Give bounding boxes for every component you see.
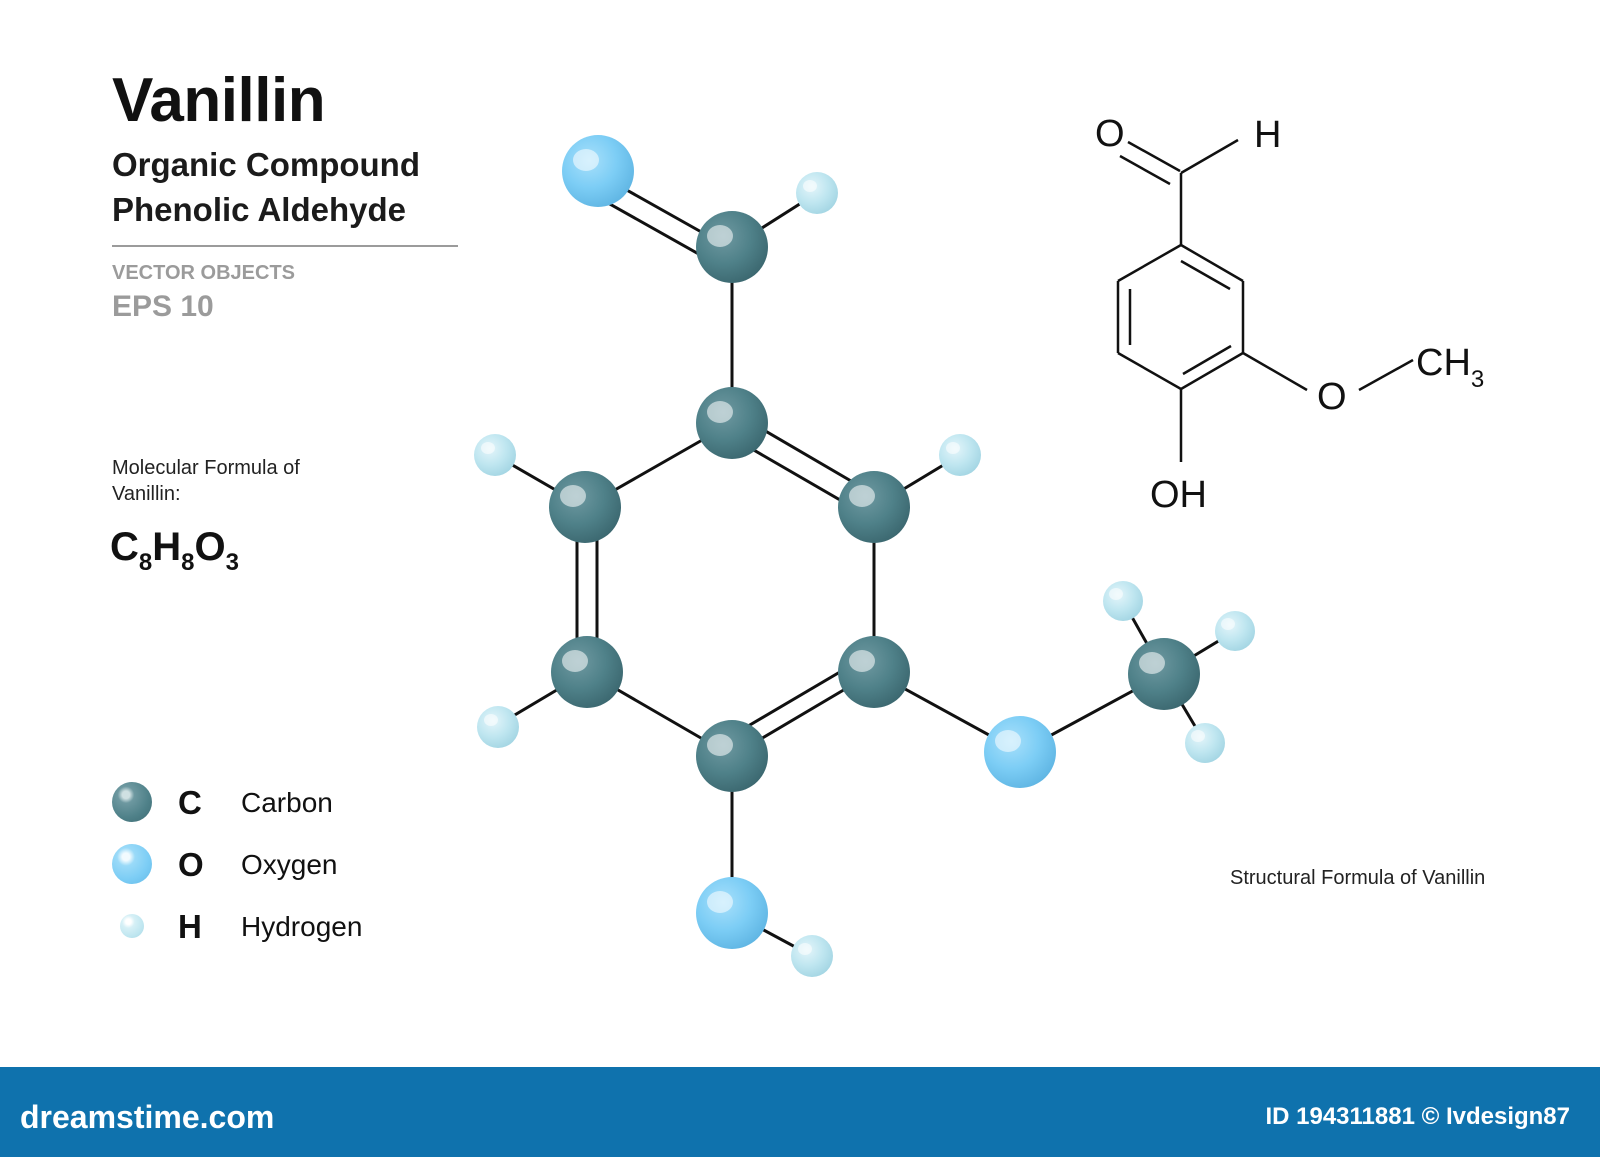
structural-formula-label: Structural Formula of Vanillin: [1230, 867, 1486, 889]
molecule-illustration: O H O CH3 OH: [474, 113, 1484, 977]
footer-brand[interactable]: dreamstime.com: [20, 1099, 275, 1135]
formula-oxygen: O: [194, 525, 226, 569]
ball-stick-bonds: [494, 173, 1236, 958]
oxygen-atom: [562, 135, 634, 207]
structural-formula-labels: O H O CH3 OH: [1095, 113, 1484, 516]
formula-carbon: C: [110, 525, 139, 569]
hydrogen-ball-icon: [120, 914, 144, 938]
carbon-atom: [838, 471, 910, 543]
carbon-atom: [696, 720, 768, 792]
hydrogen-atom: [1215, 611, 1255, 651]
legend-name: Hydrogen: [241, 911, 363, 942]
legend-carbon: C Carbon: [108, 778, 428, 828]
title-divider: [112, 245, 458, 247]
methyl-ch: CH: [1416, 342, 1471, 384]
hydrogen-atom: [791, 935, 833, 977]
carbon-atom: [1128, 638, 1200, 710]
oxygen-ball-icon: [112, 844, 152, 884]
formula-hydrogen: H: [152, 525, 182, 569]
carbon-atom: [551, 636, 623, 708]
formula-hydrogen-count: 8: [181, 549, 195, 576]
ether-oxygen-label: O: [1317, 376, 1347, 418]
ball-stick-atoms: [474, 135, 1255, 977]
carbon-ball-icon: [112, 782, 152, 822]
hydrogen-atom: [1185, 723, 1225, 763]
aldehyde-oxygen-label: O: [1095, 113, 1125, 155]
hydrogen-atom: [1103, 581, 1143, 621]
legend-hydrogen: H Hydrogen: [108, 902, 428, 952]
formula-carbon-count: 8: [138, 549, 153, 576]
carbon-atom: [696, 387, 768, 459]
page-title: Vanillin: [112, 66, 326, 135]
eps-label: EPS 10: [112, 290, 214, 323]
hydroxyl-label: OH: [1150, 474, 1207, 516]
formula-oxygen-count: 3: [225, 549, 239, 576]
vector-objects-label: VECTOR OBJECTS: [112, 262, 295, 284]
methyl-subscript: 3: [1471, 366, 1484, 393]
legend-symbol: O: [178, 846, 204, 883]
legend-symbol: C: [178, 784, 202, 821]
carbon-atom: [838, 636, 910, 708]
atom-highlights: [481, 149, 1235, 955]
footer-credit: ID 194311881 © Ivdesign87: [1265, 1103, 1570, 1130]
subtitle-type: Phenolic Aldehyde: [112, 191, 407, 228]
footer-bar: dreamstime.com ID 194311881 © Ivdesign87: [0, 1067, 1600, 1157]
legend-oxygen: O Oxygen: [108, 840, 428, 890]
hydrogen-atom: [796, 172, 838, 214]
molecular-formula-label: Molecular Formula of Vanillin:: [112, 457, 300, 505]
carbon-atom: [549, 471, 621, 543]
legend-name: Carbon: [241, 787, 333, 818]
hydrogen-atom: [477, 706, 519, 748]
subtitle-class: Organic Compound: [112, 146, 420, 183]
molecular-formula: C8H8O3: [110, 527, 239, 575]
methyl-label: CH3: [1416, 342, 1484, 393]
oxygen-atom: [984, 716, 1056, 788]
hydrogen-atom: [474, 434, 516, 476]
carbon-atom: [696, 211, 768, 283]
oxygen-atom: [696, 877, 768, 949]
structural-formula: [1116, 138, 1414, 462]
legend-name: Oxygen: [241, 849, 338, 880]
hydrogen-atom: [939, 434, 981, 476]
aldehyde-hydrogen-label: H: [1254, 114, 1281, 156]
legend-symbol: H: [178, 908, 202, 945]
